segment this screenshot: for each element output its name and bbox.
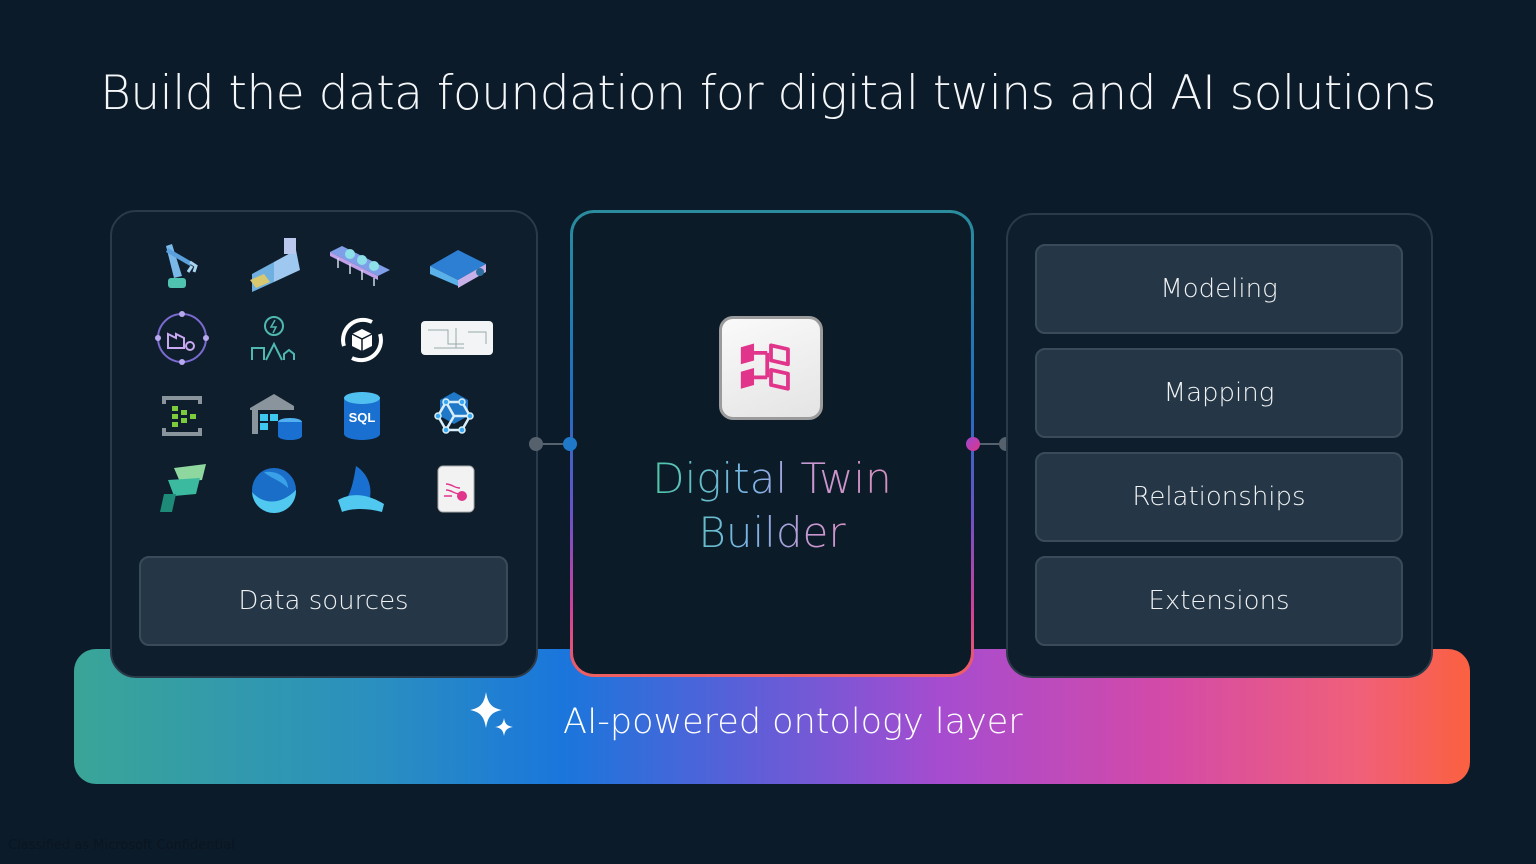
mapping-button[interactable]: Mapping xyxy=(1035,348,1403,438)
energy-gear-icon xyxy=(244,310,304,370)
digital-twins-icon xyxy=(424,386,484,446)
sql-database-icon: SQL xyxy=(332,386,392,446)
classification-footer: Classified as Microsoft Confidential xyxy=(8,838,235,853)
machine-icon xyxy=(422,234,488,294)
title-line-1: Digital Twin xyxy=(652,454,892,503)
connector-dot xyxy=(966,437,980,451)
package-sync-icon xyxy=(332,310,392,370)
left-connector xyxy=(536,443,570,445)
ai-layer-label: AI-powered ontology layer xyxy=(563,702,1023,742)
sparkle-icon xyxy=(470,692,513,736)
real-time-icon xyxy=(428,462,484,522)
factory-cycle-icon xyxy=(152,308,212,368)
event-stream-icon xyxy=(152,386,212,446)
onelake-icon xyxy=(244,460,304,520)
modeling-button[interactable]: Modeling xyxy=(1035,244,1403,334)
relationships-button[interactable]: Relationships xyxy=(1035,452,1403,542)
digital-twin-builder-title: Digital Twin Builder xyxy=(570,452,974,560)
connector-dot xyxy=(529,437,543,451)
slide-title: Build the data foundation for digital tw… xyxy=(100,66,1436,121)
connector-dot xyxy=(563,437,577,451)
conveyor-icon xyxy=(328,234,394,294)
digital-twin-builder-icon xyxy=(719,316,823,420)
data-source-icon-grid: SQL xyxy=(138,230,508,520)
right-connector xyxy=(974,443,1006,445)
data-sources-button[interactable]: Data sources xyxy=(139,556,508,646)
factory-line-icon xyxy=(244,234,304,294)
schematic-diagram-icon xyxy=(420,320,494,356)
title-line-2: Builder xyxy=(698,508,846,557)
data-warehouse-icon xyxy=(244,386,304,446)
robot-arm-icon xyxy=(152,236,212,296)
extensions-button[interactable]: Extensions xyxy=(1035,556,1403,646)
fabric-icon xyxy=(152,460,212,520)
digital-twin-builder-panel xyxy=(570,210,974,677)
data-lake-icon xyxy=(332,460,392,520)
svg-text:SQL: SQL xyxy=(349,410,376,425)
